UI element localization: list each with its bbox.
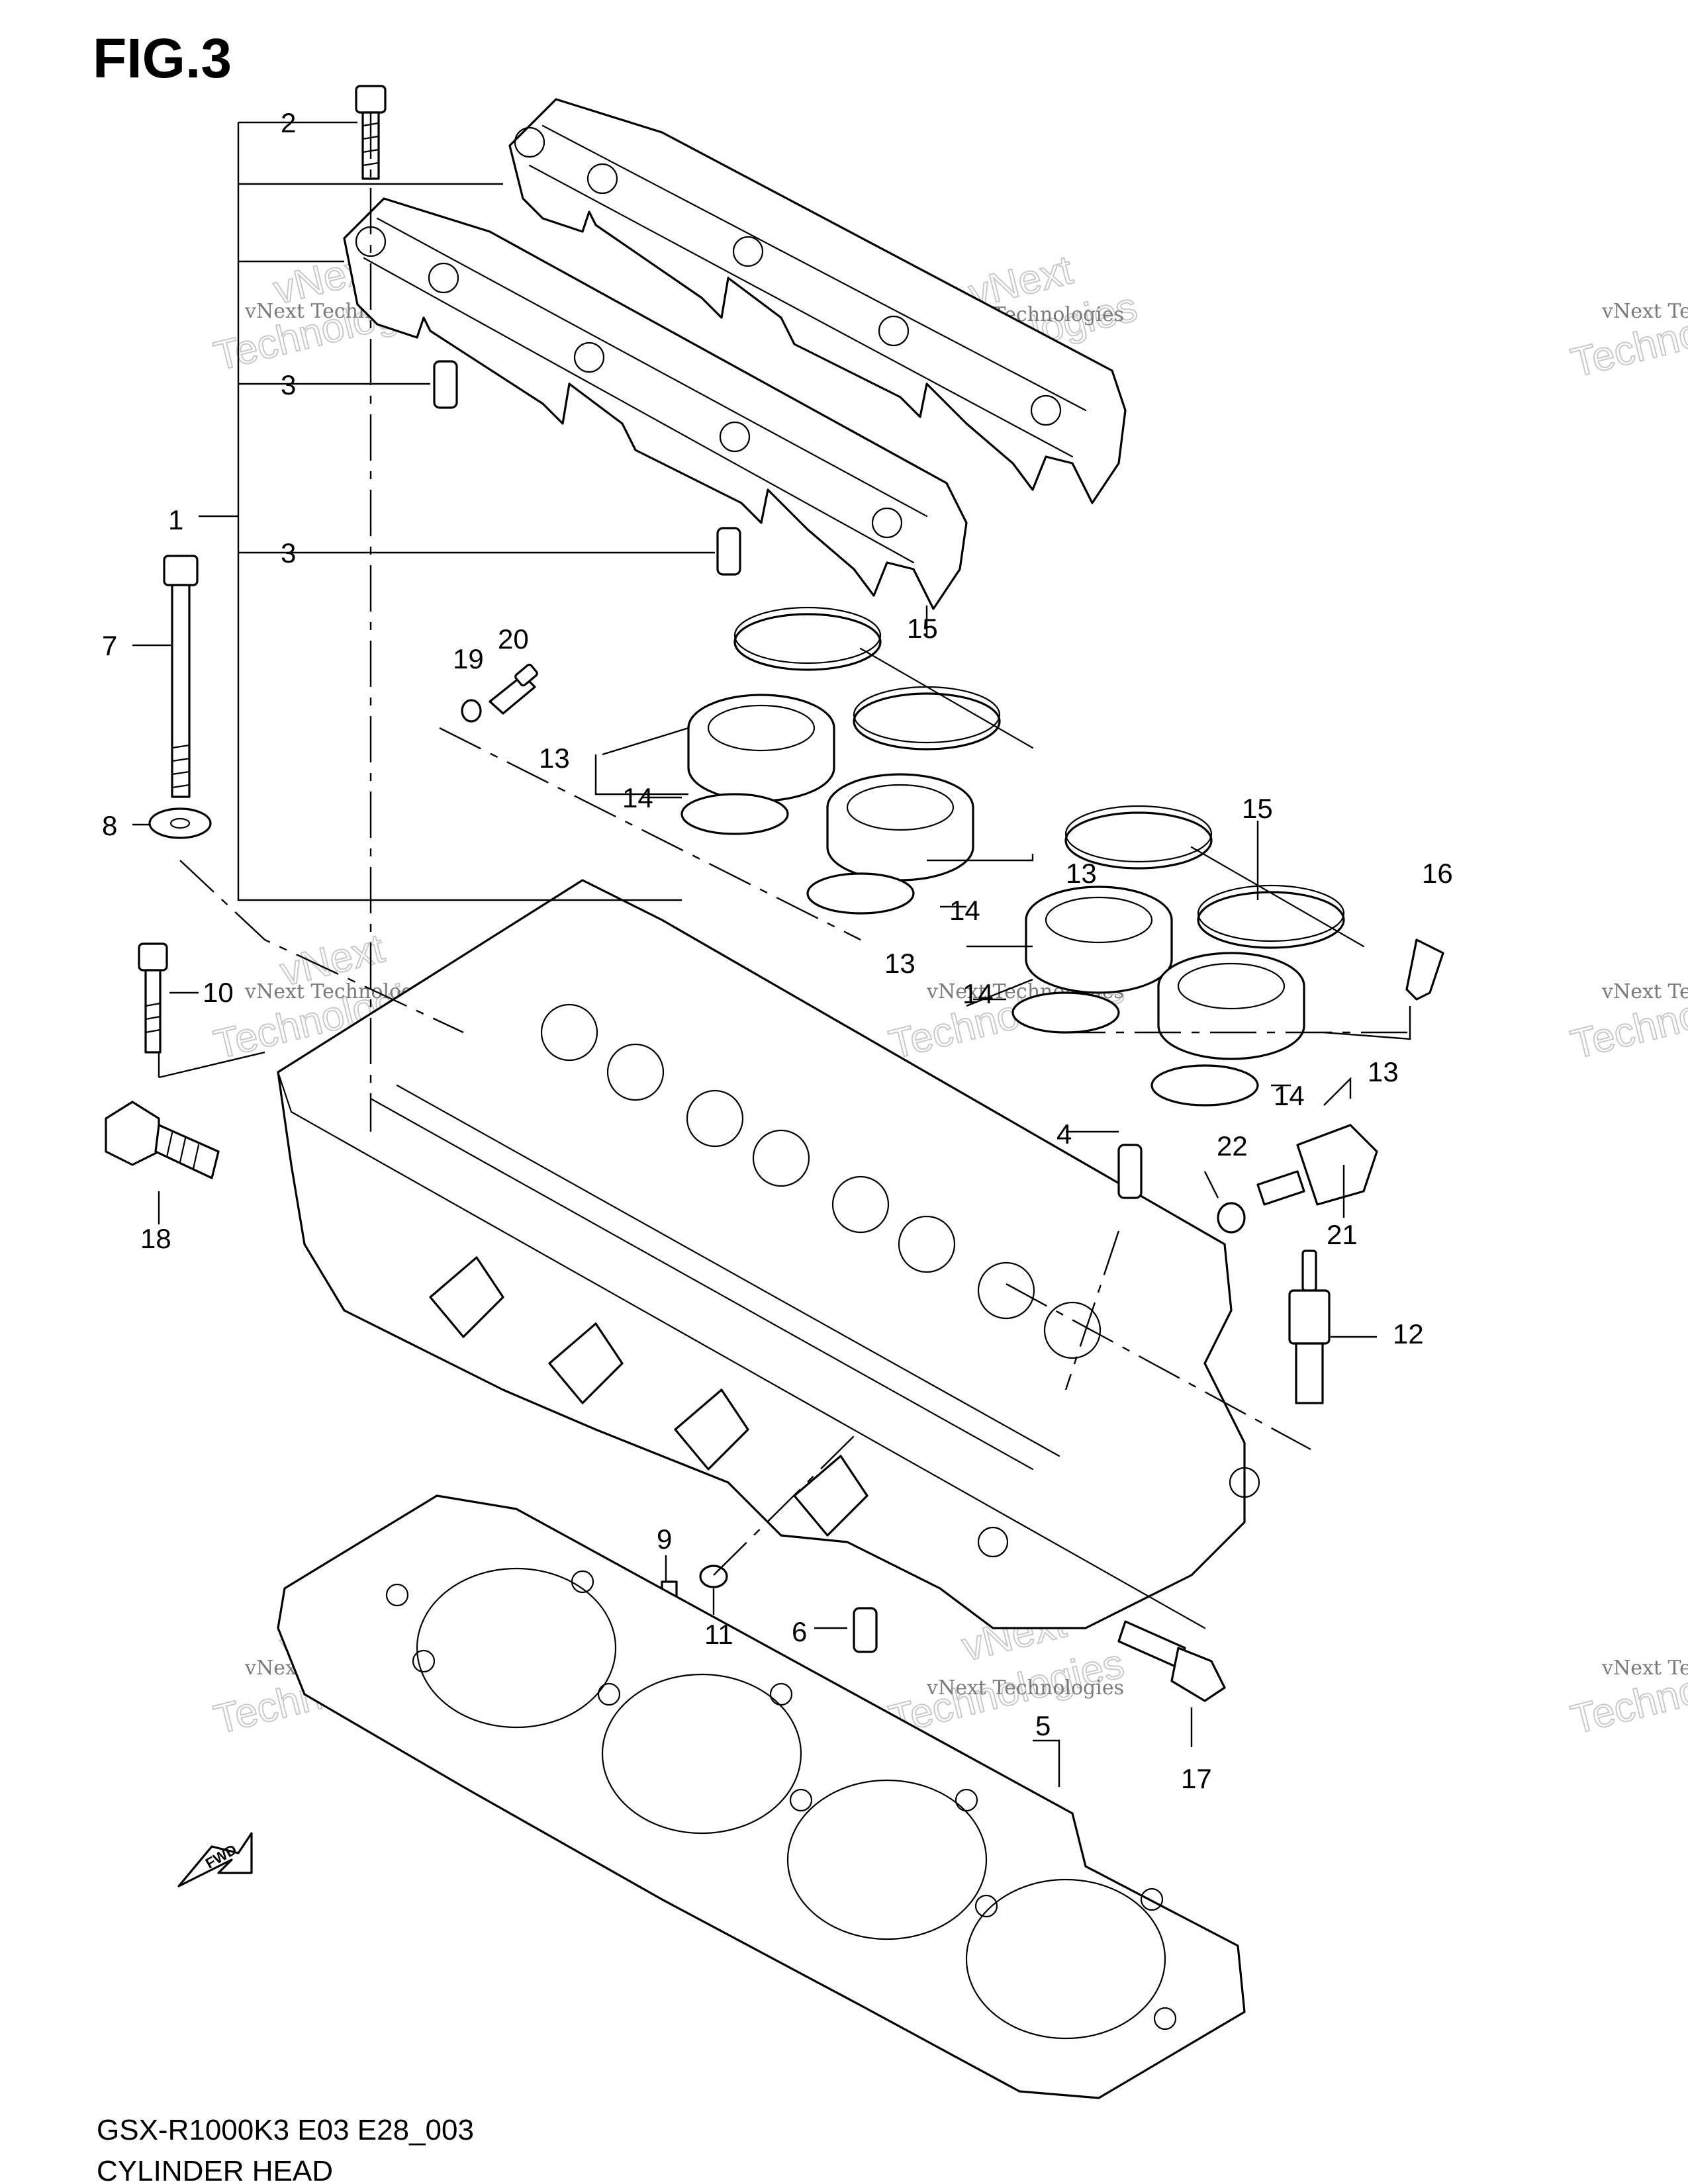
- callout-11: 11: [704, 1619, 733, 1650]
- fwd-arrow-icon: FWD: [177, 1832, 253, 1888]
- dowel-pin-part-3b: [716, 527, 741, 576]
- callout-7: 7: [102, 630, 117, 661]
- screw-part-16: [1405, 938, 1444, 1001]
- bolt-part-17: [1117, 1620, 1226, 1702]
- callout-3: 3: [281, 369, 296, 400]
- clamp-part-15b: [1064, 805, 1365, 949]
- callout-12: 12: [1393, 1318, 1424, 1349]
- callout-20: 20: [498, 623, 529, 655]
- figure-label: FIG.3: [93, 27, 232, 89]
- o-ring-part-14a: [680, 793, 789, 835]
- cylinder-head-part-1: [277, 879, 1260, 1629]
- dowel-pin-part-6: [853, 1607, 878, 1653]
- callout-9: 9: [657, 1524, 672, 1555]
- leader-lines: [132, 113, 1417, 1787]
- model-code: GSX-R1000K3 E03 E28_003: [97, 2114, 474, 2146]
- clamp-part-15a: [733, 606, 1034, 751]
- intake-pipe-part-13c: [1025, 886, 1173, 994]
- callout-14: 14: [949, 895, 980, 926]
- callout-5: 5: [1035, 1710, 1051, 1741]
- o-ring-part-19: [461, 699, 482, 723]
- dowel-pin-part-3a: [433, 360, 458, 409]
- callout-13: 13: [884, 948, 915, 979]
- callout-15: 15: [907, 613, 938, 644]
- temperature-sensor-part-21: [1256, 1124, 1378, 1206]
- intake-pipe-part-13d: [1157, 952, 1305, 1060]
- bolt-part-18: [105, 1101, 220, 1179]
- callout-15: 15: [1242, 793, 1273, 824]
- bolt-part-10: [138, 942, 168, 1054]
- callout-19: 19: [453, 643, 484, 674]
- callout-16: 16: [1422, 858, 1453, 889]
- camshaft-holder-rear: [508, 98, 1127, 504]
- head-gasket-part-5: [277, 1494, 1246, 2099]
- callout-14: 14: [622, 782, 653, 813]
- watermark-text: vNext Technologies: [1601, 300, 1688, 323]
- camshaft-holder-front: [343, 197, 968, 610]
- callout-3: 3: [281, 537, 296, 569]
- callout-14: 14: [1274, 1080, 1305, 1111]
- callout-labels: 1 2 3 3 4 5 6 7 8 9 10 11 12 13 13 13 13…: [102, 107, 1453, 1794]
- callout-2: 2: [281, 107, 296, 138]
- intake-pipe-part-13a: [687, 694, 835, 802]
- oil-jet-part-20: [489, 663, 538, 715]
- callout-13: 13: [539, 743, 570, 774]
- watermark-text: vNext Technologies: [1601, 980, 1688, 1003]
- callout-21: 21: [1327, 1219, 1358, 1250]
- o-ring-part-14c: [1011, 991, 1120, 1034]
- callout-1: 1: [168, 504, 183, 535]
- gasket-part-22: [1217, 1202, 1246, 1234]
- callout-17: 17: [1181, 1763, 1212, 1794]
- o-ring-part-14d: [1150, 1064, 1259, 1107]
- intake-pipe-part-13b: [826, 773, 974, 882]
- callout-8: 8: [102, 810, 117, 841]
- washer-part-8: [148, 807, 212, 839]
- dowel-part-4: [1117, 1144, 1143, 1199]
- callout-14: 14: [962, 978, 994, 1009]
- head-bolt-part-7: [163, 555, 199, 798]
- washer-part-11: [699, 1565, 728, 1588]
- o-ring-part-14b: [806, 872, 915, 915]
- callout-18: 18: [140, 1223, 171, 1254]
- watermark-text: vNext Technologies: [926, 1676, 1124, 1700]
- diagram-title: CYLINDER HEAD: [97, 2155, 333, 2184]
- callout-13: 13: [1066, 858, 1097, 889]
- watermark-text: vNext Technologies: [1601, 1657, 1688, 1680]
- callout-22: 22: [1217, 1130, 1248, 1161]
- callout-6: 6: [792, 1616, 807, 1647]
- spark-plug-part-12: [1288, 1250, 1331, 1404]
- callout-13: 13: [1368, 1056, 1399, 1087]
- callout-4: 4: [1056, 1118, 1072, 1150]
- callout-10: 10: [203, 977, 234, 1008]
